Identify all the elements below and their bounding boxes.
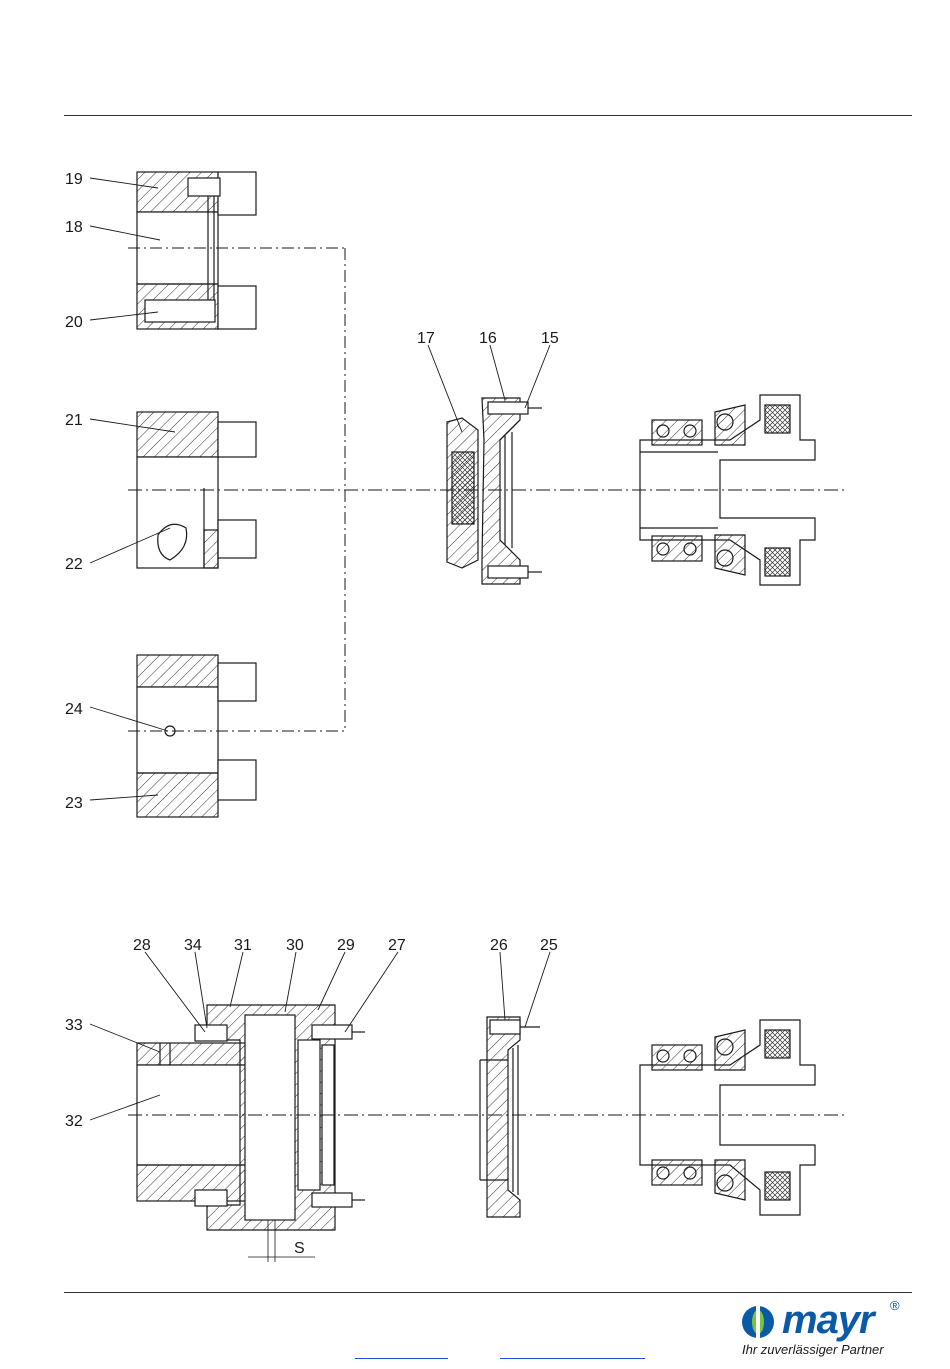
label-24: 24 [65,701,83,718]
label-22: 22 [65,556,83,573]
brand-slogan: Ihr zuverlässiger Partner [742,1342,884,1357]
label-30: 30 [286,937,304,954]
label-25: 25 [540,937,558,954]
label-28: 28 [133,937,151,954]
brand-registered-mark: ® [890,1298,900,1313]
label-34: 34 [184,937,202,954]
brand-name: mayr [782,1298,874,1343]
label-21: 21 [65,412,83,429]
hub-plain-view [137,655,256,817]
clutch-assembly-bottom [640,1020,815,1215]
label-27: 27 [388,937,406,954]
footer-link-2[interactable] [500,1358,645,1359]
flange-plate-view [447,398,542,584]
label-32: 32 [65,1113,83,1130]
label-23: 23 [65,795,83,812]
label-20: 20 [65,314,83,331]
flange-plate-bottom [480,1017,540,1217]
hub-clamping-ring-view [137,172,256,329]
footer-link-1[interactable] [355,1358,448,1359]
label-29: 29 [337,937,355,954]
label-16: 16 [479,330,497,347]
label-18: 18 [65,219,83,236]
label-15: 15 [541,330,559,347]
label-33: 33 [65,1017,83,1034]
brand-logo: mayr ® Ihr zuverlässiger Partner [740,1300,910,1360]
label-31: 31 [234,937,252,954]
brand-mark-icon [740,1304,776,1340]
label-gap-s: S [294,1240,305,1257]
label-26: 26 [490,937,508,954]
label-17: 17 [417,330,435,347]
label-19: 19 [65,171,83,188]
hub-assembly-bottom [137,1005,365,1262]
